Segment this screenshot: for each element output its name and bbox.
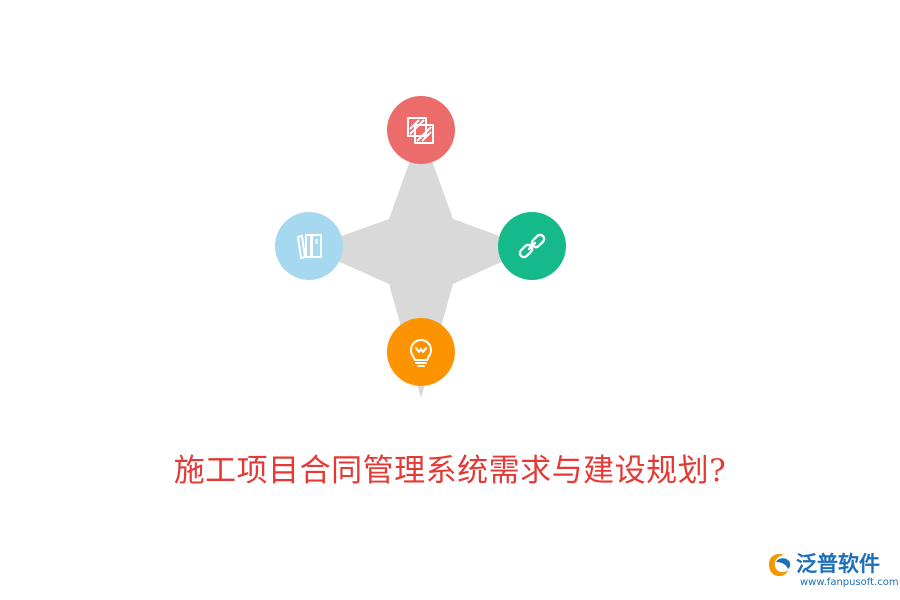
star-shape — [308, 130, 532, 398]
node-right — [498, 212, 566, 280]
link-icon — [518, 233, 546, 259]
books-icon — [297, 234, 322, 259]
page-title: 施工项目合同管理系统需求与建设规划? — [173, 453, 727, 489]
logo-url: www.fanpusoft.com — [800, 577, 899, 588]
layers-icon — [407, 117, 434, 144]
node-left — [275, 212, 343, 280]
node-top-circle — [387, 96, 455, 164]
node-left-circle — [275, 212, 343, 280]
node-bottom-circle — [387, 318, 455, 386]
logo-name: 泛普软件 — [796, 552, 880, 576]
lightbulb-icon — [410, 339, 432, 367]
node-top — [387, 96, 455, 164]
company-logo: 泛普软件 www.fanpusoft.com — [766, 548, 899, 596]
node-bottom — [387, 318, 455, 386]
logo-mark-icon — [769, 554, 791, 577]
